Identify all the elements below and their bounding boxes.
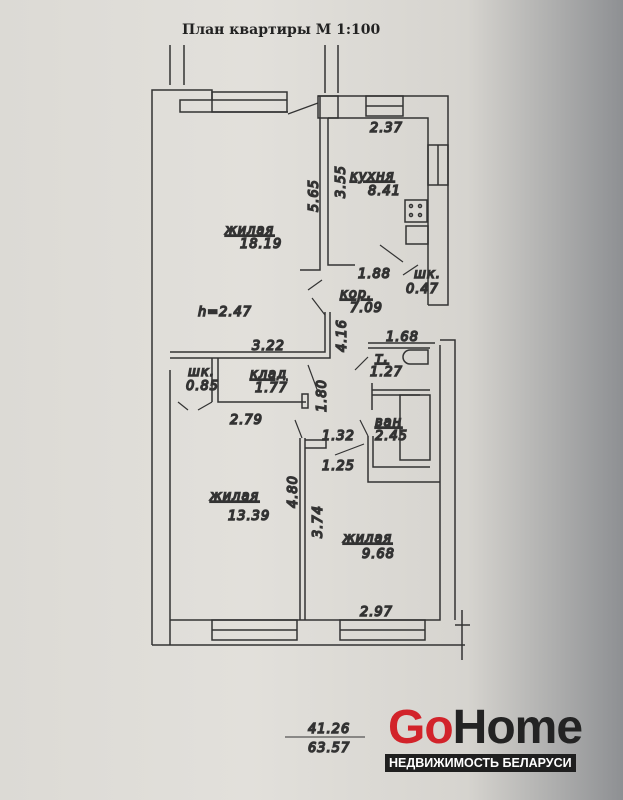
room-area-closet-left: 0.85 bbox=[186, 379, 219, 394]
room-area-closet-kitchen: 0.47 bbox=[406, 282, 439, 297]
room-label-closet-left: шк. bbox=[188, 365, 215, 380]
dimension-corridor-length: 4.16 bbox=[335, 319, 350, 352]
room-label-living-left: жилая bbox=[209, 489, 259, 504]
dimension-living-right-width: 2.97 bbox=[360, 605, 393, 620]
logo-home: Home bbox=[452, 701, 583, 754]
room-label-kitchen: кухня bbox=[350, 169, 395, 184]
dimension-hall-width: 1.32 bbox=[322, 429, 355, 444]
room-label-bathroom: ван bbox=[375, 415, 402, 430]
room-label-living-large: жилая bbox=[224, 223, 274, 238]
ceiling-height: h=2.47 bbox=[198, 305, 252, 320]
room-label-storage: клад bbox=[250, 367, 287, 382]
dimension-living-large-width: 3.22 bbox=[252, 339, 285, 354]
room-area-kitchen: 8.41 bbox=[368, 184, 401, 199]
dimension-living-left-width: 2.79 bbox=[230, 413, 263, 428]
dimension-living-large-length: 5.65 bbox=[307, 179, 322, 212]
plan-title: План квартиры М 1:100 bbox=[182, 22, 381, 38]
room-label-corridor: кор. bbox=[340, 287, 372, 302]
dimension-living-left-length: 4.80 bbox=[286, 475, 301, 508]
room-area-corridor: 7.09 bbox=[350, 301, 383, 316]
room-area-living-large: 18.19 bbox=[240, 237, 282, 252]
dimension-corridor-width: 1.88 bbox=[358, 267, 391, 282]
windows bbox=[211, 91, 470, 660]
dimension-kitchen-width: 2.37 bbox=[370, 121, 403, 136]
dimension-kitchen-length: 3.55 bbox=[334, 165, 349, 198]
room-label-toilet: т. bbox=[375, 351, 389, 366]
gohome-logo: GoHome НЕДВИЖИМОСТЬ БЕЛАРУСИ bbox=[385, 701, 583, 772]
logo-tagline: НЕДВИЖИМОСТЬ БЕЛАРУСИ bbox=[385, 754, 576, 772]
room-label-living-right: жилая bbox=[342, 531, 392, 546]
balcony-lines bbox=[169, 45, 339, 93]
dimension-toilet-width: 1.68 bbox=[386, 330, 419, 345]
room-area-toilet: 1.27 bbox=[370, 365, 403, 380]
logo-go: Go bbox=[388, 701, 454, 754]
total-area: 63.57 bbox=[308, 741, 350, 756]
room-area-storage: 1.77 bbox=[255, 381, 288, 396]
dimension-storage-side: 1.80 bbox=[315, 379, 330, 412]
room-area-bathroom: 2.45 bbox=[375, 429, 408, 444]
room-label-closet-kitchen: шк. bbox=[414, 267, 441, 282]
dimension-hall-length: 1.25 bbox=[322, 459, 355, 474]
living-area-total: 41.26 bbox=[308, 722, 350, 737]
interior-walls bbox=[170, 199, 440, 620]
room-area-living-left: 13.39 bbox=[228, 509, 270, 524]
doors bbox=[177, 102, 419, 456]
room-area-living-right: 9.68 bbox=[362, 547, 395, 562]
dimension-living-right-length: 3.74 bbox=[311, 505, 326, 538]
